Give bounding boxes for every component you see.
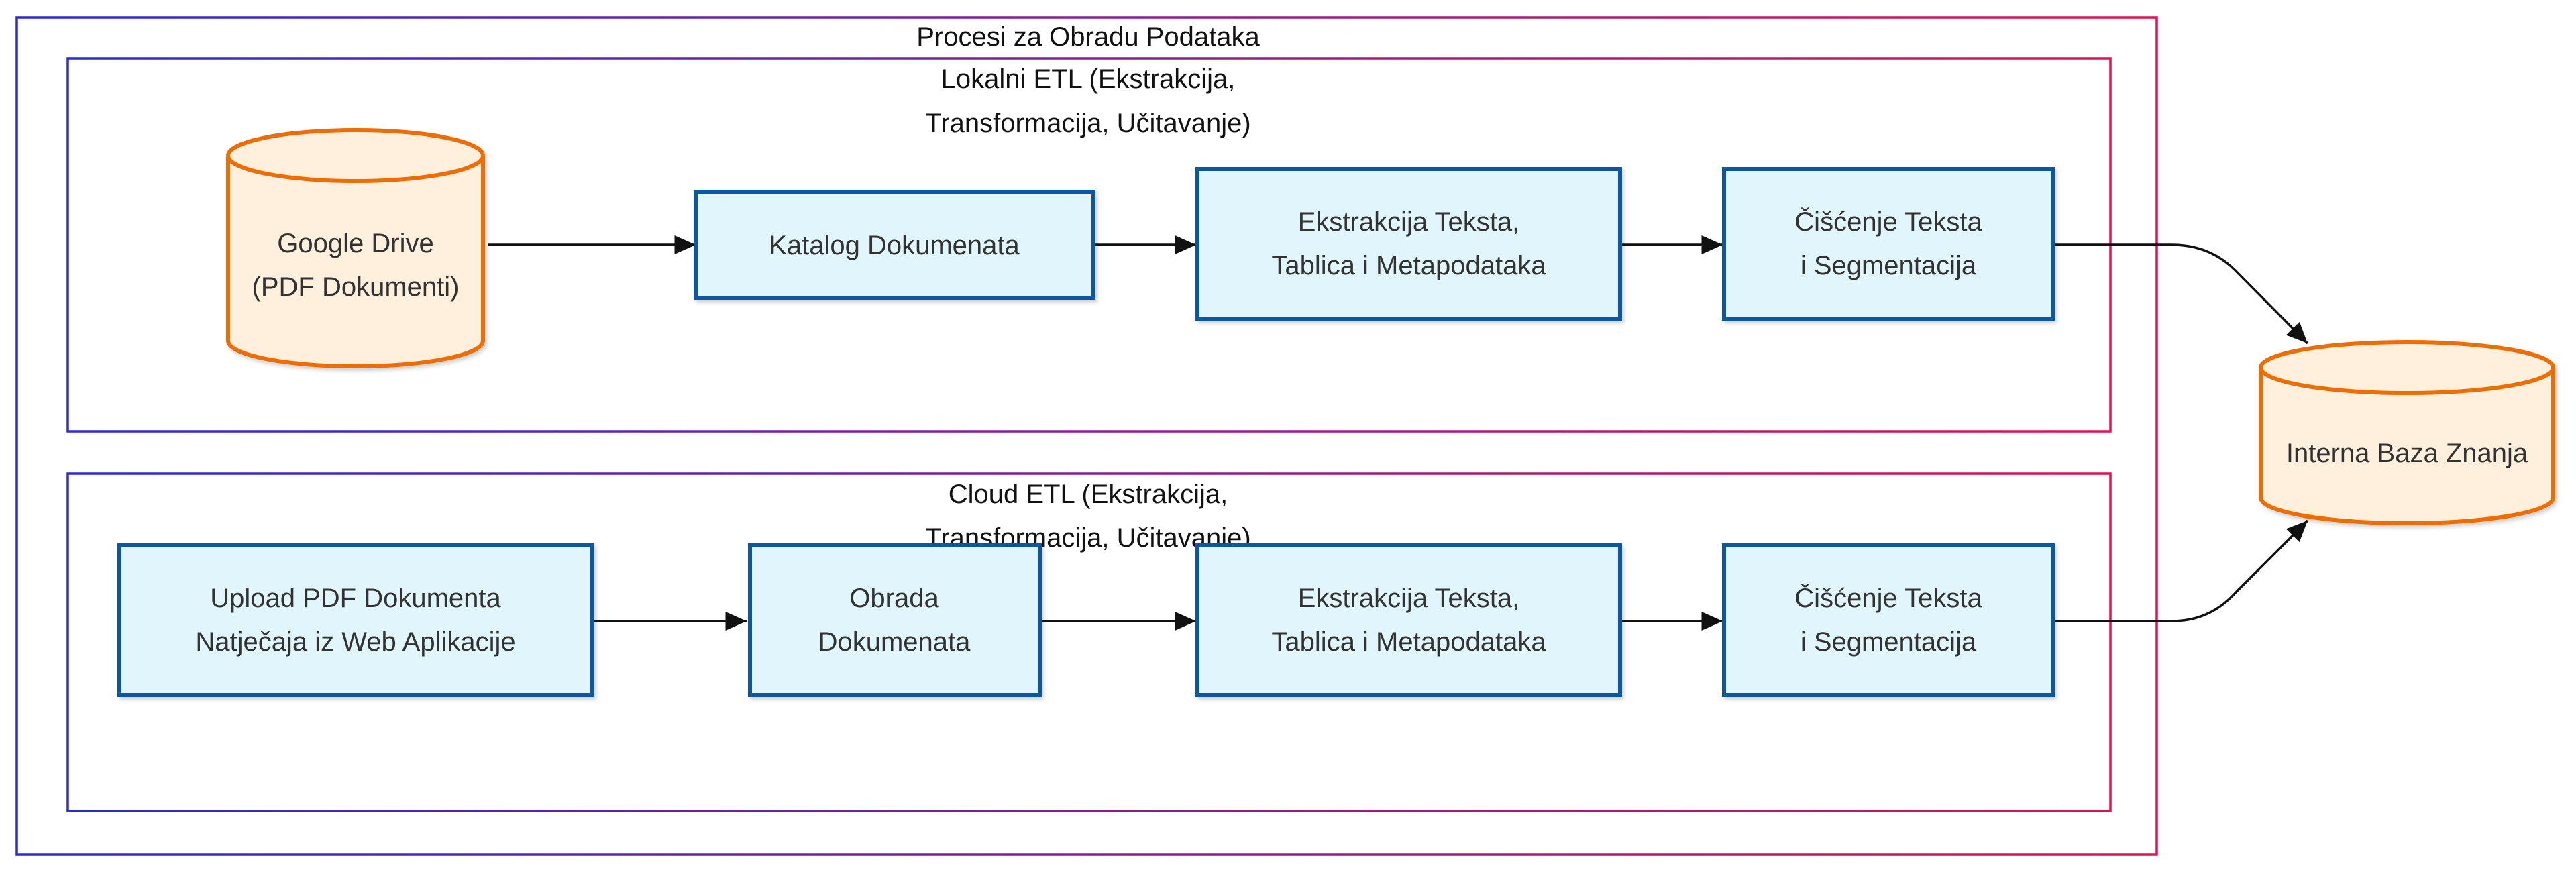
ciscenje-local-node: Čišćenje Teksta i Segmentacija — [1722, 167, 2055, 321]
ekstrakcija-cloud-label-line1: Ekstrakcija Teksta, — [1298, 584, 1520, 613]
katalog-dokumenata-node: Katalog Dokumenata — [694, 190, 1095, 300]
upload-pdf-box — [117, 543, 594, 697]
google-drive-cylinder-body — [226, 156, 485, 368]
ekstrakcija-local-box — [1195, 167, 1622, 321]
obrada-dokumenata-label-line2: Dokumenata — [818, 627, 971, 657]
edge-ciscenje-cloud-to-baza — [2054, 519, 2309, 622]
ekstrakcija-cloud-node: Ekstrakcija Teksta, Tablica i Metapodata… — [1195, 543, 1622, 697]
upload-pdf-label-line1: Upload PDF Dokumenta — [210, 584, 501, 613]
outer-cluster: Procesi za Obradu Podataka — [15, 16, 2158, 856]
obrada-dokumenata-node: Obrada Dokumenata — [748, 543, 1042, 697]
ciscenje-local-label-line2: i Segmentacija — [1801, 251, 1977, 280]
ekstrakcija-local-label-line1: Ekstrakcija Teksta, — [1298, 207, 1520, 237]
baza-cylinder-body — [2259, 368, 2555, 525]
katalog-dokumenata-box — [694, 190, 1095, 300]
cloud-etl-label-line1: Cloud ETL (Ekstrakcija, — [949, 480, 1228, 509]
ekstrakcija-cloud-box — [1195, 543, 1622, 697]
ekstrakcija-local-node: Ekstrakcija Teksta, Tablica i Metapodata… — [1195, 167, 1622, 321]
upload-pdf-node: Upload PDF Dokumenta Natječaja iz Web Ap… — [117, 543, 594, 697]
obrada-dokumenata-box — [748, 543, 1042, 697]
ciscenje-cloud-box — [1722, 543, 2055, 697]
ciscenje-cloud-label-line2: i Segmentacija — [1801, 627, 1977, 657]
cloud-etl-cluster-border — [66, 472, 2112, 812]
diagram-title: Procesi za Obradu Podataka — [916, 22, 1260, 52]
google-drive-label-line2: (PDF Dokumenti) — [252, 272, 460, 302]
ciscenje-local-label-line1: Čišćenje Teksta — [1794, 207, 1982, 237]
edges — [488, 235, 2309, 631]
cloud-etl-cluster: Cloud ETL (Ekstrakcija, Transformacija, … — [66, 472, 2112, 812]
obrada-dokumenata-label-line1: Obrada — [849, 584, 939, 613]
ciscenje-cloud-node: Čišćenje Teksta i Segmentacija — [1722, 543, 2055, 697]
interna-baza-znanja-database-node: Interna Baza Znanja — [2259, 340, 2555, 525]
google-drive-cylinder-top — [226, 128, 485, 183]
edge-ciscenje-local-to-baza — [2054, 243, 2309, 345]
google-drive-database-node: Google Drive (PDF Dokumenti) — [226, 128, 485, 368]
local-etl-label-line2: Transformacija, Učitavanje) — [925, 109, 1250, 138]
katalog-dokumenata-label: Katalog Dokumenata — [769, 231, 1020, 260]
ciscenje-local-box — [1722, 167, 2055, 321]
ekstrakcija-local-label-line2: Tablica i Metapodataka — [1271, 251, 1546, 280]
baza-cylinder-top — [2259, 340, 2555, 395]
ekstrakcija-cloud-label-line2: Tablica i Metapodataka — [1271, 627, 1546, 657]
local-etl-cluster: Lokalni ETL (Ekstrakcija, Transformacija… — [66, 57, 2112, 433]
outer-cluster-border — [15, 16, 2158, 856]
local-etl-label-line1: Lokalni ETL (Ekstrakcija, — [941, 64, 1236, 94]
interna-baza-znanja-label: Interna Baza Znanja — [2286, 439, 2528, 468]
ciscenje-cloud-label-line1: Čišćenje Teksta — [1794, 583, 1982, 613]
upload-pdf-label-line2: Natječaja iz Web Aplikacije — [195, 627, 515, 657]
google-drive-label-line1: Google Drive — [277, 229, 433, 258]
